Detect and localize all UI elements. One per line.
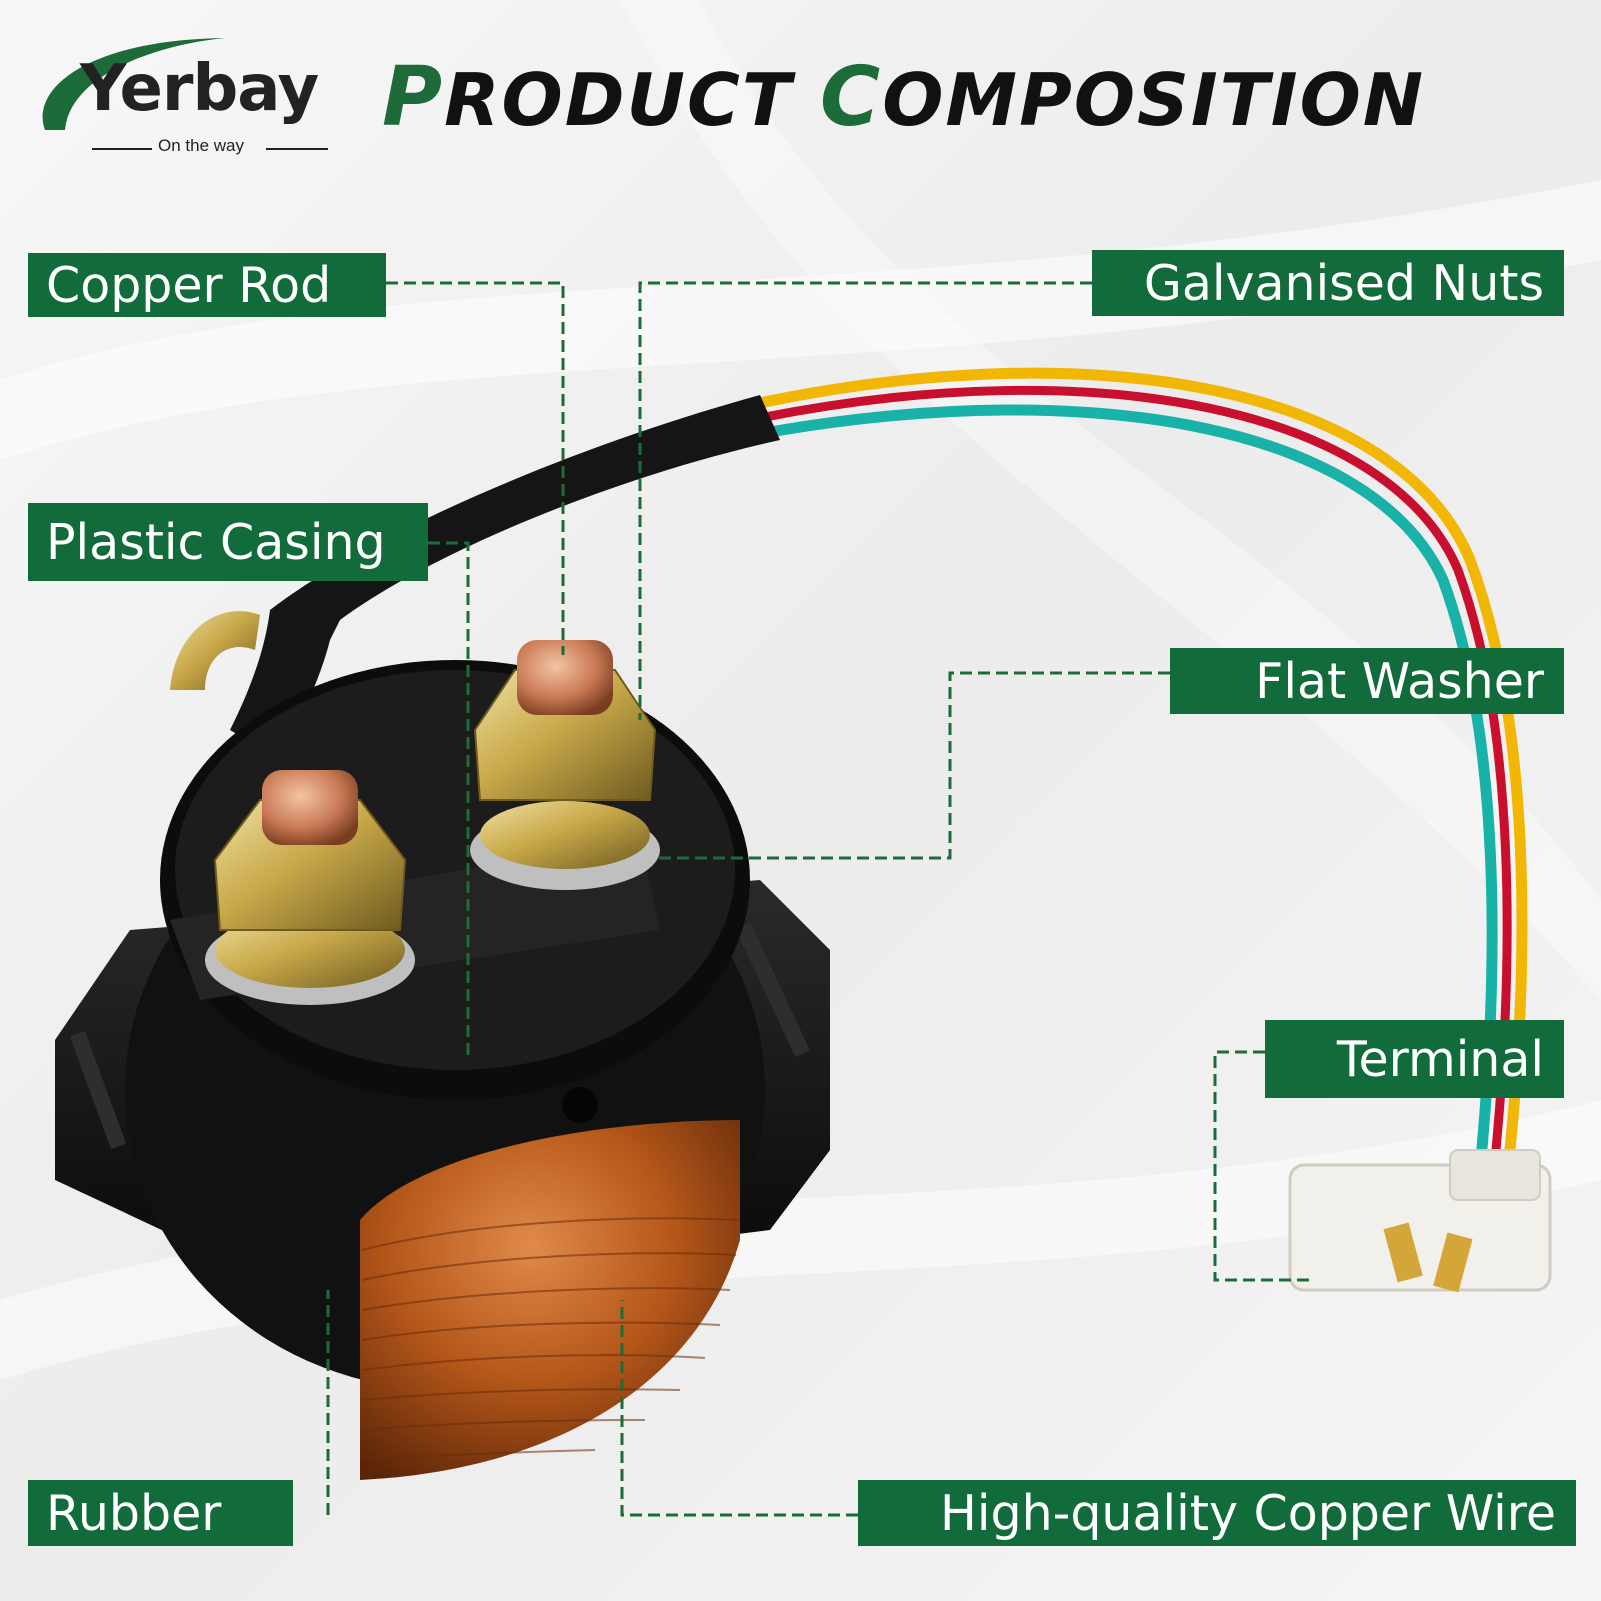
terminal-post-right [470,640,660,890]
wire-bundle [744,367,1528,1176]
terminal-post-left [205,770,415,1005]
label-flat-washer: Flat Washer [1170,648,1564,714]
title-word-product: RODUCT [444,58,793,142]
copper-coil [360,1120,740,1480]
title-word-composition: OMPOSITION [882,58,1426,142]
wire-connector [1288,1149,1552,1293]
label-terminal: Terminal [1265,1020,1564,1098]
brand-tagline: On the way [158,136,244,155]
label-galvanised-nuts: Galvanised Nuts [1092,250,1564,316]
title-initial-p: P [382,50,445,145]
label-rubber: Rubber [28,1480,293,1546]
label-plastic-casing: Plastic Casing [28,503,428,581]
page-title: PRODUCT COMPOSITION [382,50,1425,145]
label-copper-wire: High-quality Copper Wire [858,1480,1576,1546]
tagline-rule-left [92,148,152,150]
metal-bracket [170,611,260,690]
title-initial-c: C [820,50,883,145]
leader-lines [326,281,1310,1517]
yerbay-swoosh-logo [42,38,225,130]
label-copper-rod: Copper Rod [28,253,386,317]
brand-name: Yerbay [80,52,319,126]
tagline-rule-right [266,148,328,150]
